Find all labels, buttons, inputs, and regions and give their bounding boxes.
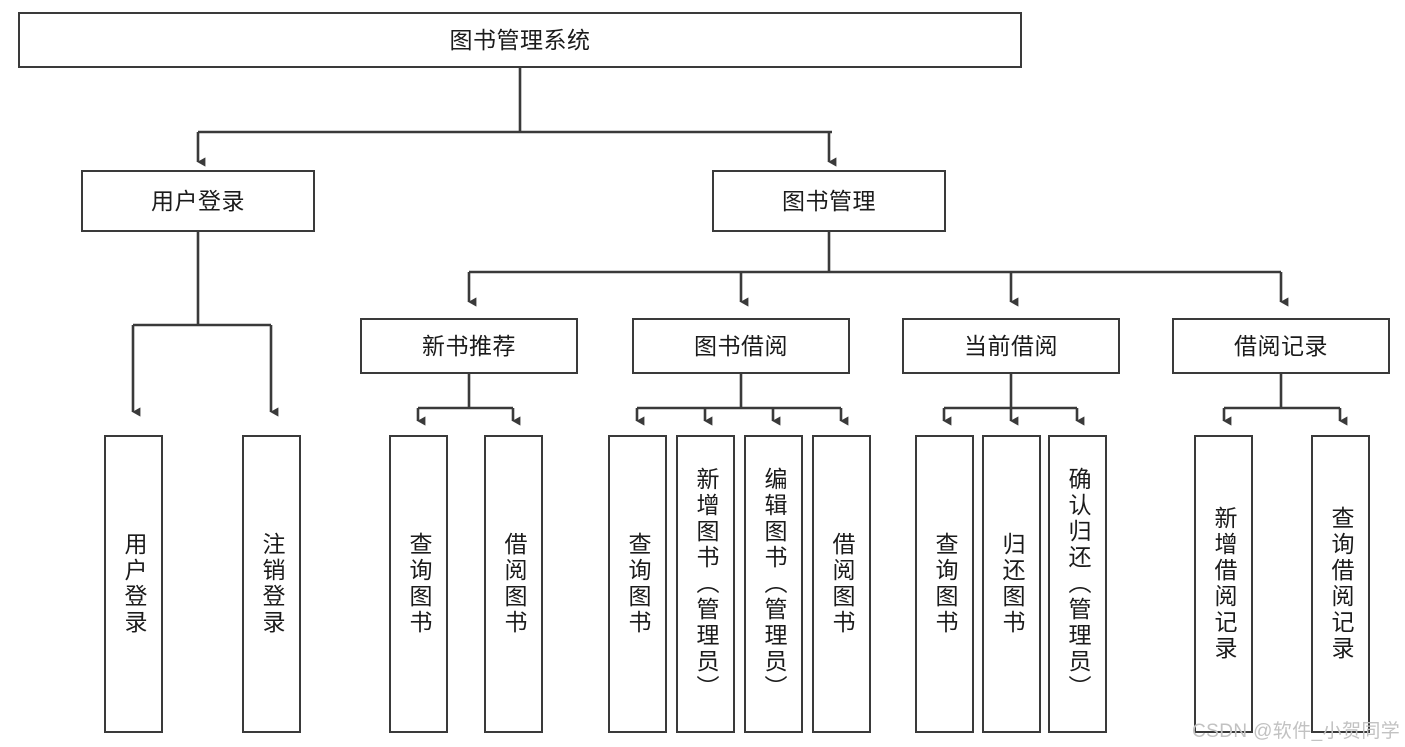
node-label: 查询图书 bbox=[625, 532, 651, 636]
node-label: 用户登录 bbox=[121, 532, 147, 636]
leaf-current-query-book[interactable]: 查询图书 bbox=[915, 435, 974, 733]
node-borrow-record[interactable]: 借阅记录 bbox=[1172, 318, 1390, 374]
node-label: 图书管理系统 bbox=[449, 26, 591, 53]
csdn-watermark: CSDN @软件_小贺同学 bbox=[1192, 716, 1400, 743]
leaf-record-add-borrow-record[interactable]: 新增借阅记录 bbox=[1194, 435, 1253, 733]
node-user-login[interactable]: 用户登录 bbox=[81, 170, 315, 232]
node-label: 新增借阅记录 bbox=[1211, 506, 1237, 662]
node-label: 归还图书 bbox=[999, 532, 1025, 636]
node-label: 借阅图书 bbox=[501, 532, 527, 636]
node-label: 借阅记录 bbox=[1234, 332, 1328, 359]
node-current-borrow[interactable]: 当前借阅 bbox=[902, 318, 1120, 374]
node-book-borrow[interactable]: 图书借阅 bbox=[632, 318, 850, 374]
node-label: 借阅图书 bbox=[829, 532, 855, 636]
node-root-book-management-system[interactable]: 图书管理系统 bbox=[18, 12, 1022, 68]
leaf-user-login-logout[interactable]: 注销登录 bbox=[242, 435, 301, 733]
leaf-borrow-borrow-book[interactable]: 借阅图书 bbox=[812, 435, 871, 733]
leaf-new-book-query[interactable]: 查询图书 bbox=[389, 435, 448, 733]
node-label: 查询图书 bbox=[932, 532, 958, 636]
node-book-management[interactable]: 图书管理 bbox=[712, 170, 946, 232]
leaf-user-login-login[interactable]: 用户登录 bbox=[104, 435, 163, 733]
node-label: 查询借阅记录 bbox=[1328, 506, 1354, 662]
node-label: 注销登录 bbox=[259, 532, 285, 636]
leaf-record-query-borrow-record[interactable]: 查询借阅记录 bbox=[1311, 435, 1370, 733]
node-label: 新增图书（管理员） bbox=[693, 467, 719, 701]
node-label: 查询图书 bbox=[406, 532, 432, 636]
leaf-borrow-add-book-admin[interactable]: 新增图书（管理员） bbox=[676, 435, 735, 733]
leaf-borrow-query-book[interactable]: 查询图书 bbox=[608, 435, 667, 733]
node-label: 新书推荐 bbox=[422, 332, 516, 359]
watermark-text: CSDN @软件_小贺同学 bbox=[1192, 721, 1401, 742]
leaf-current-confirm-return-admin[interactable]: 确认归还（管理员） bbox=[1048, 435, 1107, 733]
leaf-new-book-borrow[interactable]: 借阅图书 bbox=[484, 435, 543, 733]
leaf-borrow-edit-book-admin[interactable]: 编辑图书（管理员） bbox=[744, 435, 803, 733]
node-new-book-recommend[interactable]: 新书推荐 bbox=[360, 318, 578, 374]
node-label: 编辑图书（管理员） bbox=[761, 467, 787, 701]
node-label: 图书借阅 bbox=[694, 332, 788, 359]
leaf-current-return-book[interactable]: 归还图书 bbox=[982, 435, 1041, 733]
node-label: 确认归还（管理员） bbox=[1065, 467, 1091, 701]
node-label: 图书管理 bbox=[782, 187, 876, 214]
node-label: 当前借阅 bbox=[964, 332, 1058, 359]
node-label: 用户登录 bbox=[151, 187, 245, 214]
